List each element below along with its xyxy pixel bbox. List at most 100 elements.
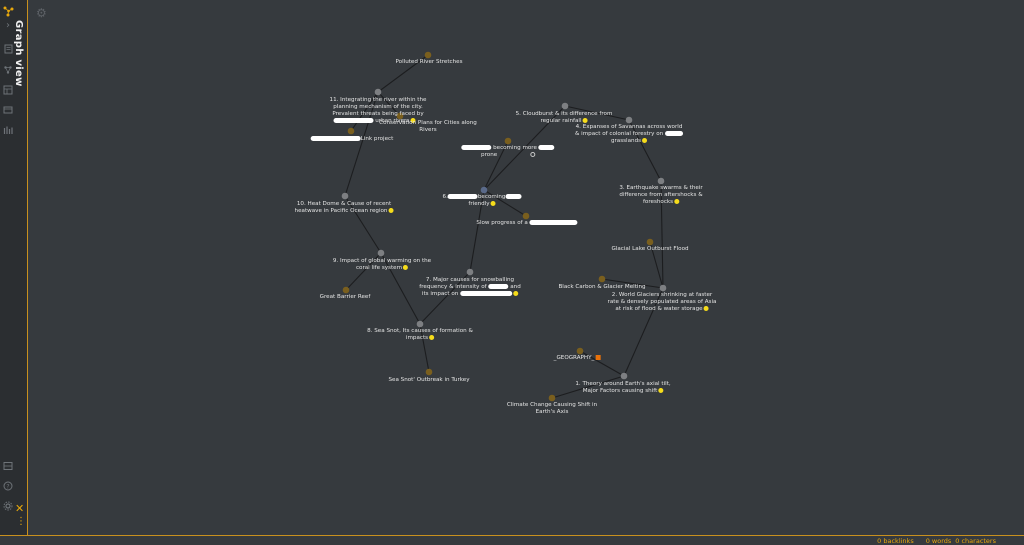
label-text: 1. Theory around Earth's axial tilt, — [575, 381, 671, 387]
node-label-reef[interactable]: Great Barrier Reef — [320, 294, 371, 301]
settings-icon[interactable] — [2, 500, 14, 512]
label-text: 3. Earthquake swarms & their — [619, 185, 703, 191]
highlight-dot — [388, 208, 394, 213]
node-label-10[interactable]: 10. Heat Dome & Cause of recent heatwave… — [295, 201, 394, 215]
edge — [564, 105, 630, 121]
label-text: Slow progress of a — [476, 220, 528, 226]
highlight-dot — [582, 118, 588, 123]
template-icon[interactable] — [2, 84, 14, 96]
node-label-9[interactable]: 9. Impact of global warming on the coral… — [333, 258, 431, 272]
highlight-dot — [513, 291, 519, 296]
edge — [660, 180, 664, 289]
redaction — [529, 220, 578, 225]
graph-node[interactable] — [425, 368, 433, 376]
label-text: Link project — [360, 136, 394, 142]
node-label-3[interactable]: 3. Earthquake swarms & their difference … — [619, 185, 702, 206]
label-text: 10. Heat Dome & Cause of recent — [296, 201, 392, 207]
node-label-4[interactable]: 4. Expanses of Savannas across world & i… — [575, 124, 683, 145]
redaction — [505, 194, 522, 199]
label-text: 8. Sea Snot, Its causes of formation & — [367, 328, 473, 334]
label-text: impacts — [405, 335, 429, 341]
highlight-dot — [429, 335, 435, 340]
label-text: Major Factors causing shift — [582, 388, 658, 394]
label-text: foreshocks — [642, 199, 674, 205]
label-text: & impact of colonial forestry on — [575, 131, 664, 137]
node-label-5[interactable]: 5. Cloudburst & its difference from regu… — [516, 111, 613, 125]
edge — [483, 140, 509, 191]
graph-edges — [344, 54, 664, 399]
graph-node[interactable] — [561, 102, 569, 110]
word-count: 0 words — [925, 536, 952, 545]
graph-icon[interactable] — [2, 5, 14, 17]
tag-square — [595, 355, 601, 360]
edge — [419, 323, 430, 373]
file-icon[interactable] — [2, 43, 14, 55]
label-text: becoming — [477, 194, 506, 200]
graph-node[interactable] — [341, 192, 349, 200]
node-label-conservation[interactable]: Conservation Plans for Cities along Rive… — [379, 120, 477, 134]
redaction — [447, 194, 478, 199]
highlight-dot — [410, 118, 416, 123]
graph-node[interactable] — [504, 137, 512, 145]
label-text: Black Carbon & Glacier Melting — [558, 284, 646, 290]
label-text: 5. Cloudburst & its difference from — [515, 111, 613, 117]
node-label-6[interactable]: 6.becoming friendly — [443, 194, 522, 208]
node-label-bc[interactable]: Black Carbon & Glacier Melting — [558, 284, 645, 291]
node-label-glof[interactable]: Glacial Lake Outburst Flood — [611, 246, 688, 253]
label-text: at risk of flood & water storage — [615, 306, 703, 312]
node-label-7[interactable]: 7. Major causes for snowballing frequenc… — [419, 277, 521, 298]
graph-node[interactable] — [620, 372, 628, 380]
node-label-link[interactable]: Link project — [310, 136, 394, 143]
graph-node[interactable] — [659, 284, 667, 292]
graph-node[interactable] — [374, 88, 382, 96]
graph-node[interactable] — [657, 177, 665, 185]
label-text: 4. Expanses of Savannas across world — [575, 124, 683, 130]
graph-node[interactable] — [548, 394, 556, 402]
graph-node[interactable] — [416, 320, 424, 328]
node-label-slow[interactable]: Slow progress of a — [476, 220, 578, 227]
graph-node[interactable] — [396, 112, 404, 120]
label-text: 7. Major causes for snowballing — [425, 277, 515, 283]
node-label-polluted[interactable]: Polluted River Stretches — [395, 59, 462, 66]
label-text: coral life system — [355, 265, 403, 271]
graph-node[interactable] — [377, 249, 385, 257]
node-label-turkey[interactable]: Sea Snot' Outbreak in Turkey — [388, 377, 469, 384]
graph-node[interactable] — [347, 127, 355, 135]
node-label-8[interactable]: 8. Sea Snot, Its causes of formation & i… — [367, 328, 473, 342]
node-label-geo[interactable]: _GEOGRAPHY_ — [554, 355, 601, 362]
graph-node[interactable] — [424, 51, 432, 59]
node-label-1[interactable]: 1. Theory around Earth's axial tilt, Maj… — [575, 381, 670, 395]
node-label-11[interactable]: 11. Integrating the river within the pla… — [330, 97, 427, 125]
graph-canvas[interactable] — [28, 0, 1024, 535]
graph-node[interactable] — [466, 268, 474, 276]
close-icon[interactable]: ✕ — [15, 502, 25, 515]
label-text: heatwave in Pacific Ocean region — [294, 208, 388, 214]
chevron-right-icon[interactable]: › — [6, 20, 10, 31]
bookmark-icon[interactable] — [2, 104, 14, 116]
help-icon[interactable]: ? — [2, 480, 14, 492]
node-label-2[interactable]: 2. World Glaciers shrinking at faster ra… — [608, 292, 717, 313]
graph-node[interactable] — [598, 275, 606, 283]
label-text: 2. World Glaciers shrinking at faster — [611, 292, 713, 298]
calendar-icon[interactable] — [2, 124, 14, 136]
vault-icon[interactable] — [2, 460, 14, 472]
plugin-icon[interactable] — [2, 64, 14, 76]
label-text: 6. — [442, 194, 448, 200]
edge — [551, 375, 625, 399]
label-text: Sea Snot' Outbreak in Turkey — [388, 377, 470, 383]
backlinks-count[interactable]: 0 backlinks — [877, 536, 914, 545]
edge — [344, 91, 379, 197]
graph-node[interactable] — [625, 116, 633, 124]
node-label-prone[interactable]: becoming more prone — [461, 145, 555, 159]
graph-node[interactable] — [576, 347, 584, 355]
node-label-climate[interactable]: Climate Change Causing Shift in Earth's … — [507, 402, 597, 416]
label-text: its impact on — [421, 291, 459, 297]
label-text: prone — [481, 152, 498, 158]
graph-settings-icon[interactable]: ⚙ — [36, 6, 47, 20]
graph-node[interactable] — [342, 286, 350, 294]
graph-node[interactable] — [522, 212, 530, 220]
graph-node[interactable] — [480, 186, 488, 194]
graph-node[interactable] — [646, 238, 654, 246]
label-text: frequency & intensity of — [419, 284, 487, 290]
more-options-icon[interactable]: ⋮ — [16, 516, 26, 527]
